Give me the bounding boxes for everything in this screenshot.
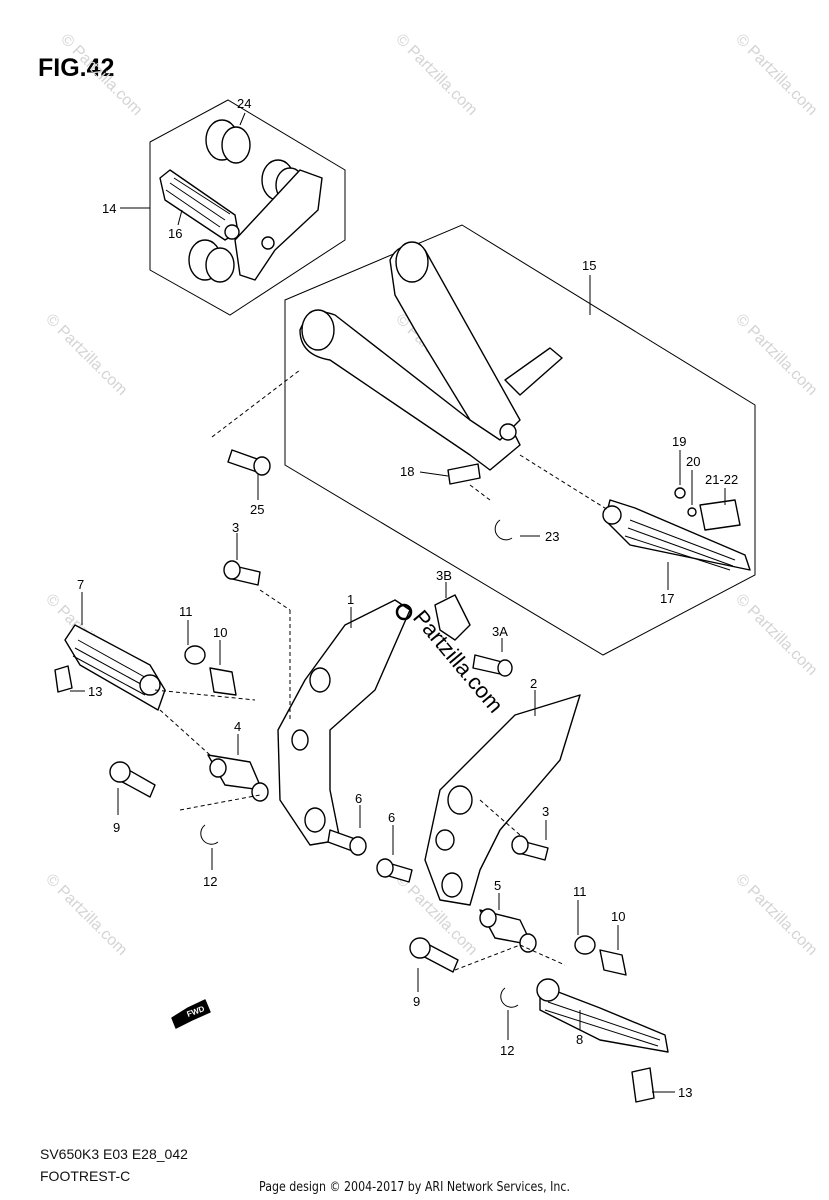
callout-20: 20 — [686, 454, 700, 469]
callout-18: 18 — [400, 464, 414, 479]
callout-3-upper: 3 — [232, 520, 239, 535]
callout-15: 15 — [582, 258, 596, 273]
bolt-6-left — [327, 829, 367, 856]
right-clip-12 — [500, 987, 519, 1008]
leader-lines — [70, 112, 726, 1093]
bolt-3a — [472, 654, 513, 677]
bolt-25 — [227, 449, 271, 476]
callout-labels: 14 16 24 15 18 19 20 21-22 23 17 25 3 1 … — [77, 96, 738, 1100]
right-spring-pin — [574, 935, 627, 976]
left-pin-9 — [109, 761, 156, 798]
model-code: SV650K3 E03 E28_042 — [40, 1146, 188, 1162]
part-3b-clip — [434, 594, 471, 641]
callout-23: 23 — [545, 529, 559, 544]
left-hinge-4 — [207, 754, 269, 802]
rider-footrest-bracket-assembly — [299, 241, 751, 571]
callout-10-right: 10 — [611, 909, 625, 924]
callout-25: 25 — [250, 502, 264, 517]
fwd-arrow-icon: FWD — [171, 999, 211, 1029]
callout-6-right: 6 — [388, 810, 395, 825]
callout-5: 5 — [494, 878, 501, 893]
bolt-3-upper — [223, 560, 261, 586]
callout-24: 24 — [237, 96, 251, 111]
callout-12-left: 12 — [203, 874, 217, 889]
callout-11-right: 11 — [573, 884, 587, 899]
callout-3-lower: 3 — [542, 804, 549, 819]
watermark-faint: © Partzilla.com — [42, 871, 130, 959]
watermark-faint: © Partzilla.com — [42, 311, 130, 399]
group-15-box — [284, 224, 756, 656]
callout-17: 17 — [660, 591, 674, 606]
watermark-faint: © Partzilla.com — [732, 31, 820, 119]
callout-13-left: 13 — [88, 684, 102, 699]
callout-14: 14 — [102, 201, 116, 216]
bolt-6-right — [376, 858, 413, 883]
callout-4: 4 — [234, 719, 241, 734]
right-pin-9 — [409, 937, 459, 973]
left-spring-pin — [184, 645, 237, 696]
left-footrest-bracket — [277, 599, 411, 846]
watermark-faint: © Partzilla.com — [392, 31, 480, 119]
bolt-3-lower — [511, 835, 549, 861]
watermark-faint: © Partzilla.com — [57, 31, 145, 119]
callout-8: 8 — [576, 1032, 583, 1047]
callout-9-left: 9 — [113, 820, 120, 835]
watermark-faint: © Partzilla.com — [732, 311, 820, 399]
assembly-lines — [154, 369, 609, 971]
right-hinge-5 — [479, 908, 537, 953]
callout-21-22: 21-22 — [705, 472, 738, 487]
callout-13-right: 13 — [678, 1085, 692, 1100]
callout-2: 2 — [530, 676, 537, 691]
callout-19: 19 — [672, 434, 686, 449]
callout-11-left: 11 — [179, 604, 193, 619]
callout-3b: 3B — [436, 568, 452, 583]
passenger-footrest-assembly — [159, 119, 323, 283]
callout-12-right: 12 — [500, 1043, 514, 1058]
callout-1: 1 — [347, 592, 354, 607]
watermark-layer: © Partzilla.com © Partzilla.com © Partzi… — [42, 31, 820, 959]
watermark-faint: © Partzilla.com — [732, 591, 820, 679]
callout-10-left: 10 — [213, 625, 227, 640]
left-footpeg — [54, 624, 166, 711]
left-clip-12 — [200, 824, 219, 845]
callout-16: 16 — [168, 226, 182, 241]
callout-6-left: 6 — [355, 791, 362, 806]
diagram-name: FOOTREST-C — [40, 1168, 131, 1184]
right-footpeg — [536, 978, 669, 1103]
callout-7: 7 — [77, 577, 84, 592]
group-14-box — [149, 99, 346, 316]
callout-9-right: 9 — [413, 994, 420, 1009]
watermark-faint: © Partzilla.com — [732, 871, 820, 959]
figure-title: FIG.42 — [38, 54, 115, 82]
copyright-footer: Page design © 2004-2017 by ARI Network S… — [259, 1180, 570, 1195]
right-footrest-bracket — [424, 694, 581, 906]
callout-3a: 3A — [492, 624, 508, 639]
